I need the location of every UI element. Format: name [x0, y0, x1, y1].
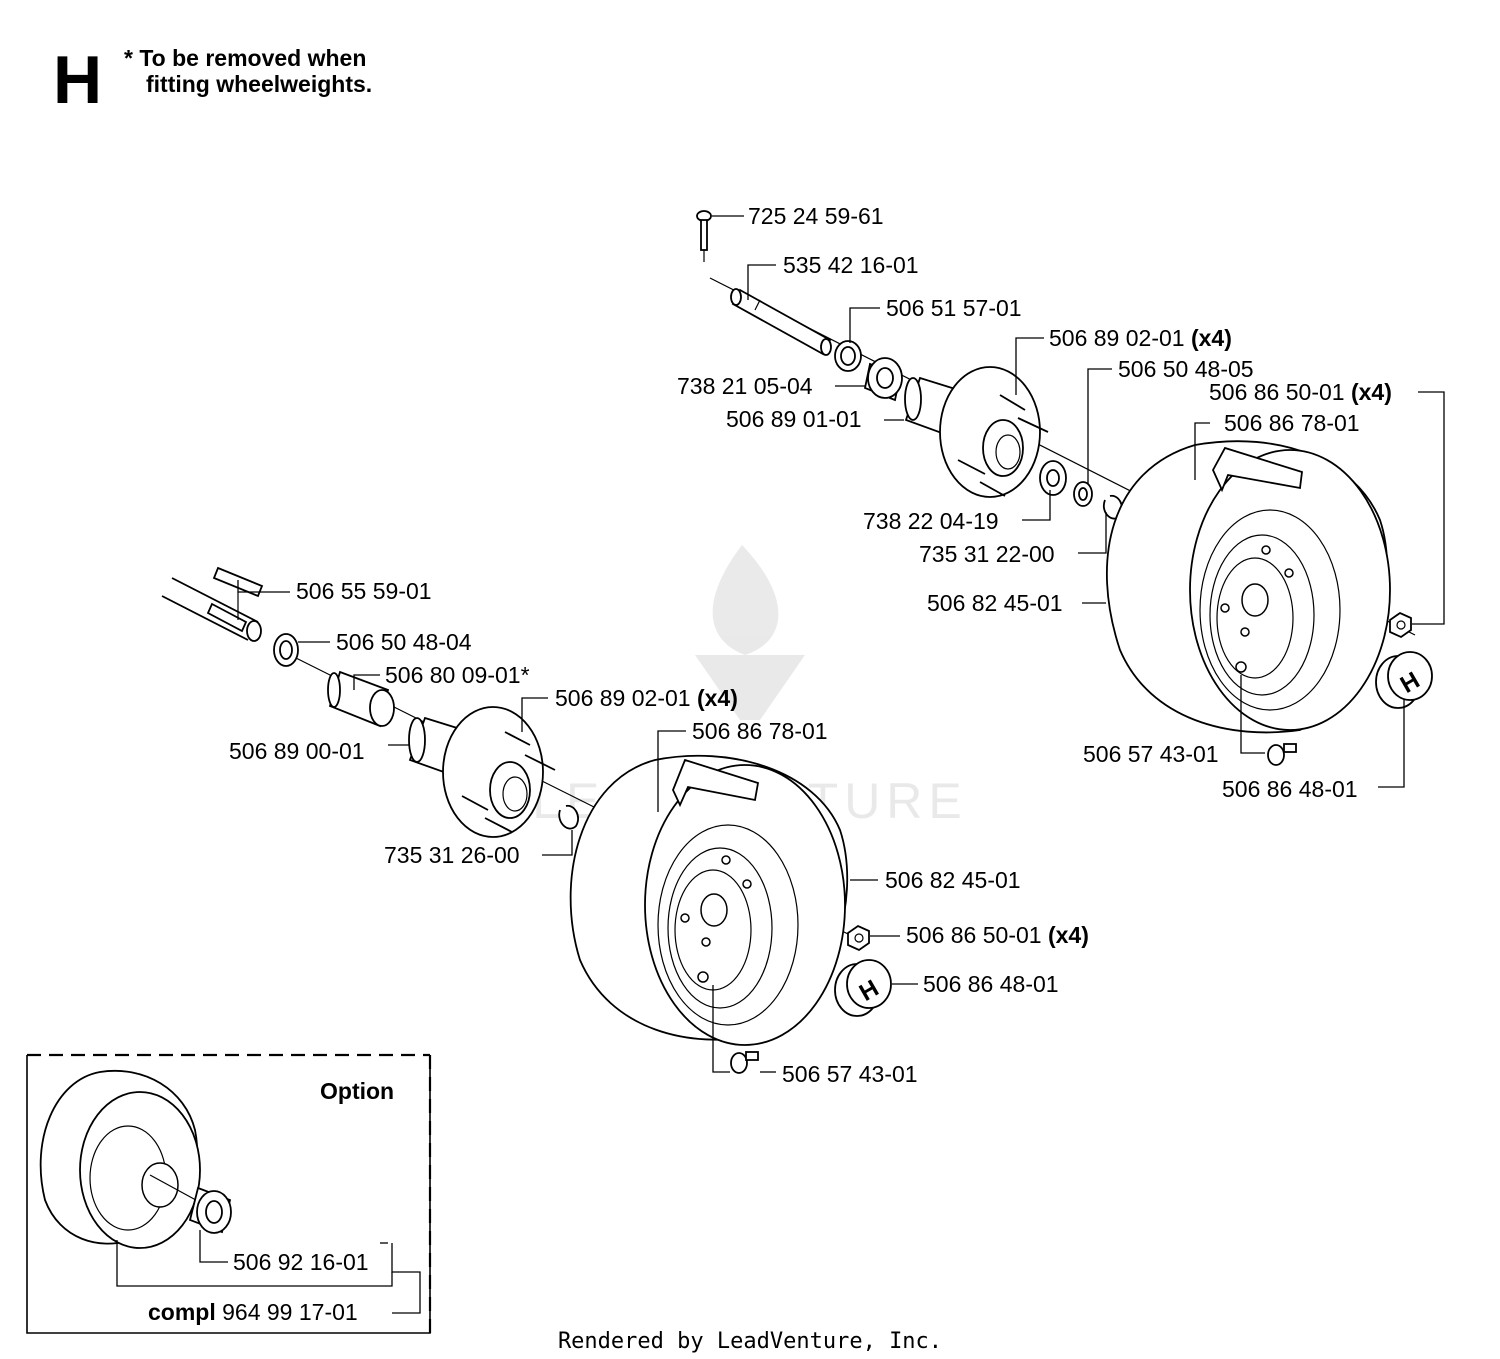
upper-small-washer [1073, 481, 1093, 507]
upper-hub-cap: H [1375, 651, 1433, 709]
lower-assembly: H 506 55 59-01 506 50 48-04 506 80 09-01… [161, 566, 1089, 1087]
upper-bolt [696, 210, 712, 262]
label-u10: 738 22 04-19 [863, 508, 999, 534]
label-u3: 506 51 57-01 [886, 295, 1022, 321]
upper-wheel-nut [1389, 611, 1412, 639]
lower-hub-flange [442, 706, 556, 838]
lower-washer [273, 633, 299, 667]
label-u6: 738 21 05-04 [677, 373, 813, 399]
upper-valve [1267, 743, 1297, 766]
lower-valve [730, 1051, 759, 1074]
label-l2: 506 50 48-04 [336, 629, 472, 655]
lower-wheel-nut [847, 924, 870, 952]
option-compl-label: compl 964 99 17-01 [148, 1299, 358, 1325]
label-u8: 506 89 01-01 [726, 406, 862, 432]
label-l1: 506 55 59-01 [296, 578, 432, 604]
upper-hub-flange [939, 366, 1049, 498]
weight-bearing [188, 1186, 232, 1234]
label-u2: 535 42 16-01 [783, 252, 919, 278]
lower-snap-clip [558, 804, 579, 830]
label-l9: 506 86 50-01 (x4) [906, 922, 1089, 948]
label-l6: 506 89 00-01 [229, 738, 365, 764]
label-l4: 506 89 02-01 (x4) [555, 685, 738, 711]
wheel-weight [39, 1070, 206, 1249]
label-u12: 506 82 45-01 [927, 590, 1063, 616]
header-note-line1: * To be removed when [124, 45, 366, 71]
label-u13: 506 57 43-01 [1083, 741, 1219, 767]
upper-small-bearing [1039, 460, 1067, 496]
option-box: Option 506 92 16-01 compl 964 99 17-01 [26, 1053, 432, 1334]
label-u7: 506 86 50-01 (x4) [1209, 379, 1392, 405]
option-part-label: 506 92 16-01 [233, 1249, 369, 1275]
label-l5: 506 86 78-01 [692, 718, 828, 744]
upper-assembly: H 725 24 59-61 535 42 16-01 506 51 57-01… [677, 203, 1445, 802]
label-l3: 506 80 09-01* [385, 662, 530, 688]
upper-axle-shaft [730, 288, 832, 356]
label-u4: 506 89 02-01 (x4) [1049, 325, 1232, 351]
upper-wheel [1105, 440, 1391, 734]
lower-hub-cap: H [834, 959, 892, 1017]
lower-wheel [569, 754, 849, 1046]
header-note-line2: fitting wheelweights. [146, 71, 372, 97]
v-watermark-icon [695, 655, 805, 720]
label-u9: 506 86 78-01 [1224, 410, 1360, 436]
label-l8: 506 82 45-01 [885, 867, 1021, 893]
label-u14: 506 86 48-01 [1222, 776, 1358, 802]
option-title: Option [320, 1078, 394, 1104]
section-letter: H [53, 42, 102, 118]
upper-bearing [863, 357, 903, 402]
label-u5: 506 50 48-05 [1118, 356, 1254, 382]
label-l11: 506 57 43-01 [782, 1061, 918, 1087]
label-l10: 506 86 48-01 [923, 971, 1059, 997]
flame-watermark-icon [712, 545, 779, 655]
label-u11: 735 31 22-00 [919, 541, 1055, 567]
lower-axle-shaft [161, 577, 262, 642]
lower-spacer [327, 670, 395, 728]
rendered-by-footer: Rendered by LeadVenture, Inc. [558, 1329, 942, 1354]
label-u1: 725 24 59-61 [748, 203, 884, 229]
label-l7: 735 31 26-00 [384, 842, 520, 868]
upper-washer [834, 340, 862, 372]
